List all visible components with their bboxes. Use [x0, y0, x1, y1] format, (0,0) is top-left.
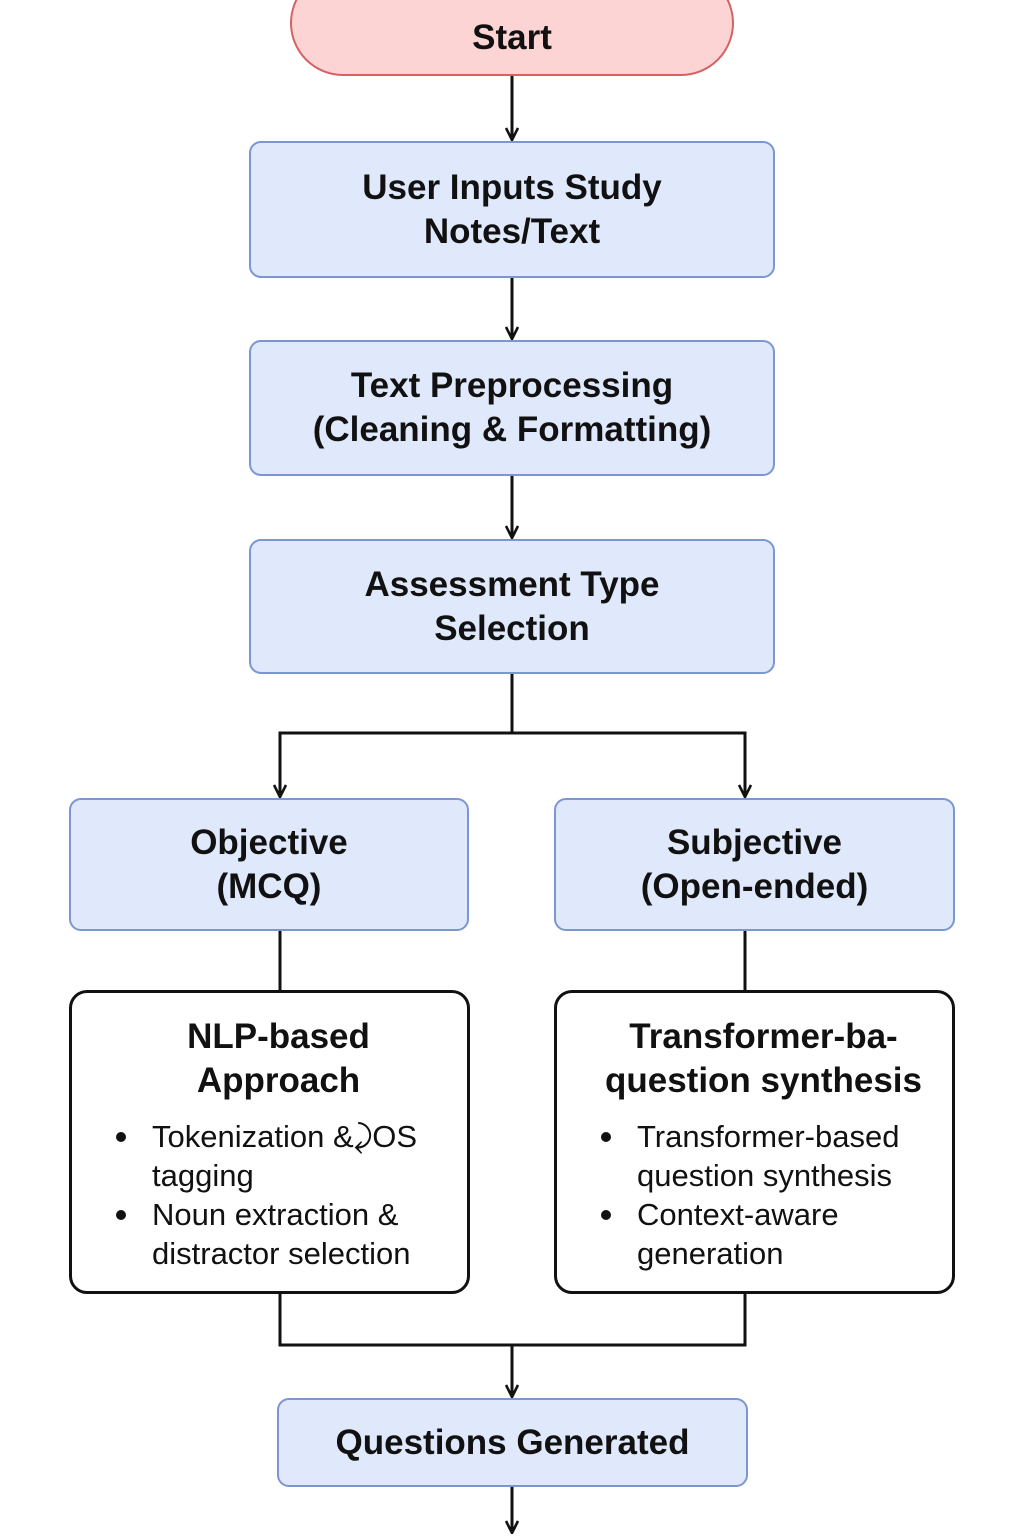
input-step: User Inputs Study Notes/Text — [249, 141, 775, 278]
nlp-bullet-item: Tokenization &⤸OS tagging — [106, 1117, 451, 1195]
nlp-bullet-item: Noun extraction & distractor selection — [106, 1195, 451, 1273]
preprocess-step: Text Preprocessing (Cleaning & Formattin… — [249, 340, 775, 476]
connector-selection-split-right — [512, 731, 745, 796]
bullet-dot-icon — [601, 1132, 611, 1142]
subjective-branch: Subjective (Open-ended) — [554, 798, 955, 931]
input-step-label: User Inputs Study Notes/Text — [362, 167, 662, 251]
nlp-bullet-text: Noun extraction & distractor selection — [152, 1197, 411, 1271]
objective-branch: Objective (MCQ) — [69, 798, 469, 931]
connector-merge — [278, 1293, 747, 1347]
connector-selection-split — [280, 674, 514, 796]
preprocess-step-label: Text Preprocessing (Cleaning & Formattin… — [312, 366, 712, 449]
output-step: Questions Generated — [277, 1398, 748, 1487]
transformer-bullet-item: Transformer-based question synthesis — [591, 1117, 936, 1195]
transformer-approach-bullets: Transformer-based question synthesis Con… — [591, 1117, 936, 1273]
nlp-approach-box: NLP-based Approach Tokenization &⤸OS tag… — [69, 990, 470, 1294]
transformer-bullet-text: Transformer-based question synthesis — [637, 1119, 900, 1193]
output-step-label: Questions Generated — [335, 1422, 690, 1462]
nlp-approach-bullets: Tokenization &⤸OS tagging Noun extractio… — [106, 1117, 451, 1273]
nlp-bullet-text: Tokenization &⤸OS tagging — [152, 1119, 418, 1193]
transformer-bullet-text: Context-aware generation — [637, 1197, 839, 1271]
start-label: Start — [472, 18, 552, 57]
bullet-dot-icon — [116, 1132, 126, 1142]
start-node: Start — [290, 0, 734, 76]
selection-step-label: Assessment Type Selection — [364, 564, 660, 648]
transformer-approach-box: Transformer-ba- question synthesis Trans… — [554, 990, 955, 1294]
bullet-dot-icon — [116, 1210, 126, 1220]
selection-step: Assessment Type Selection — [249, 539, 775, 674]
transformer-bullet-item: Context-aware generation — [591, 1195, 936, 1273]
bullet-dot-icon — [601, 1210, 611, 1220]
subjective-branch-label: Subjective (Open-ended) — [640, 822, 869, 906]
nlp-approach-title: NLP-based Approach — [187, 1017, 370, 1100]
objective-branch-label: Objective (MCQ) — [190, 822, 348, 906]
transformer-approach-title: Transformer-ba- question synthesis — [604, 1017, 923, 1100]
